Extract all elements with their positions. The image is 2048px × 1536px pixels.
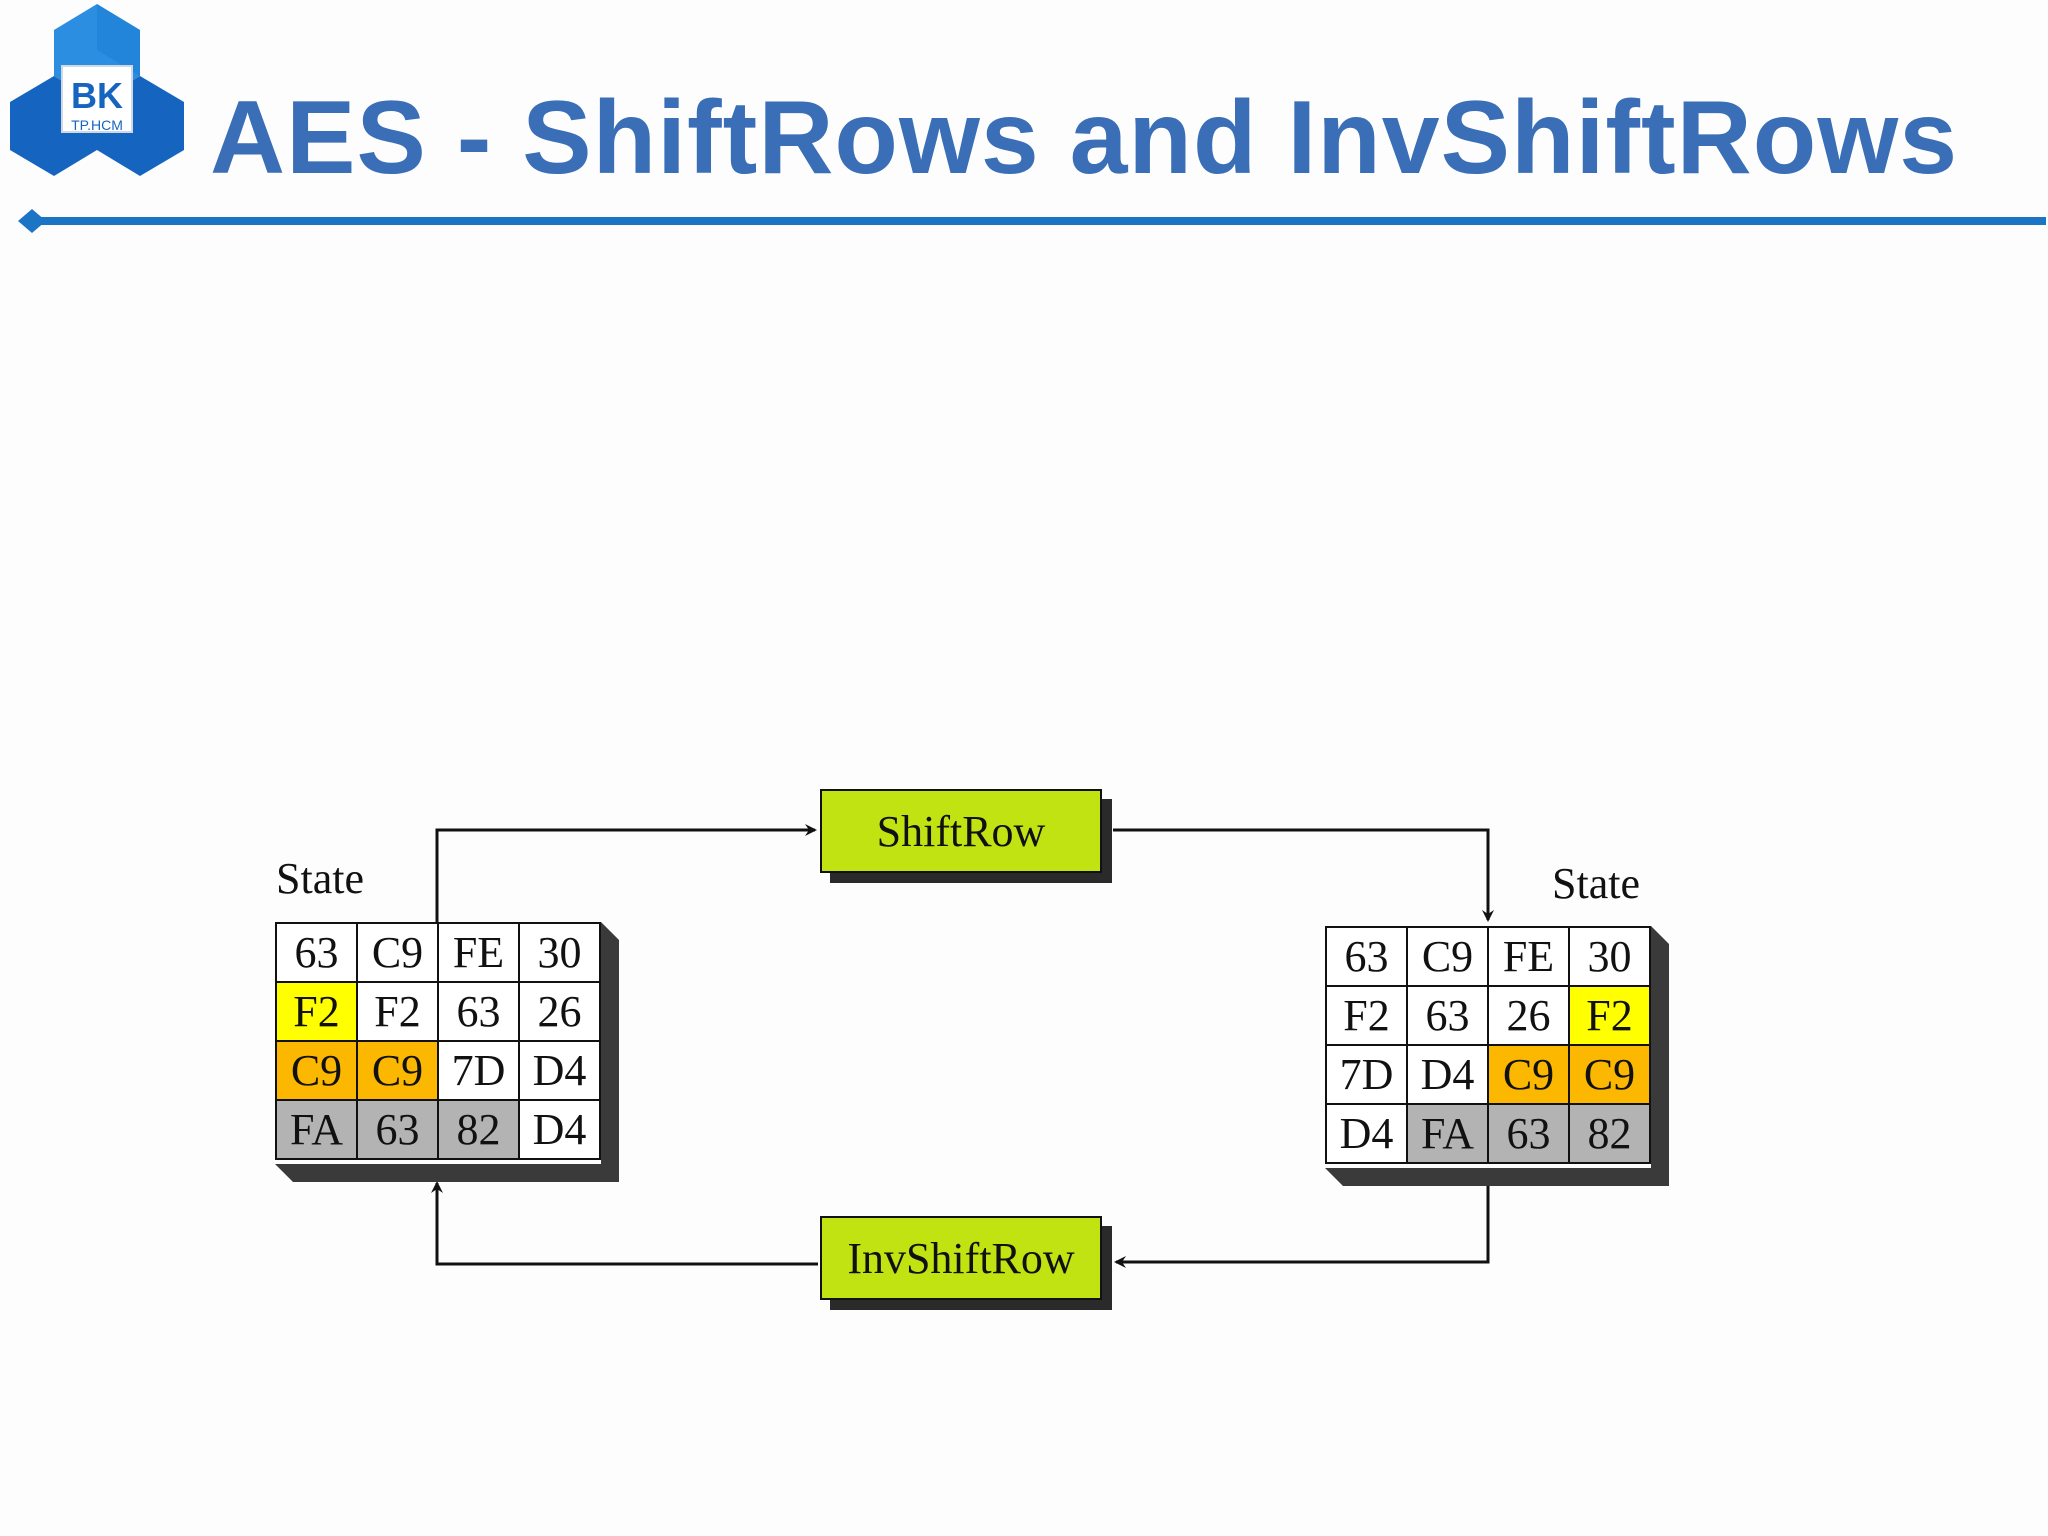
state-cell: C9 <box>1408 928 1489 987</box>
state-cell: D4 <box>520 1042 601 1101</box>
state-cell: 7D <box>439 1042 520 1101</box>
title-underline <box>18 209 2046 233</box>
left-state-label: State <box>276 854 364 903</box>
state-cell: 30 <box>1570 928 1651 987</box>
state-cell: FE <box>1489 928 1570 987</box>
state-cell: C9 <box>1570 1046 1651 1105</box>
state-cell: 26 <box>520 983 601 1042</box>
right-state-label: State <box>1552 859 1640 908</box>
state-cell: F2 <box>358 983 439 1042</box>
state-cell: C9 <box>358 924 439 983</box>
invshiftrow-box: InvShiftRow <box>820 1216 1102 1300</box>
state-cell: 82 <box>439 1101 520 1160</box>
state-cell: 63 <box>1408 987 1489 1046</box>
state-cell: C9 <box>1489 1046 1570 1105</box>
logo-text: BK <box>71 75 123 116</box>
arrow-right-state-to-invshiftrow <box>1114 1185 1490 1268</box>
arrow-invshiftrow-to-left-state <box>431 1181 818 1266</box>
state-cell: FA <box>1408 1105 1489 1164</box>
state-cell: 63 <box>277 924 358 983</box>
state-cell: F2 <box>1570 987 1651 1046</box>
state-cell: FA <box>277 1101 358 1160</box>
state-cell: F2 <box>277 983 358 1042</box>
state-cell: 63 <box>439 983 520 1042</box>
state-cell: 30 <box>520 924 601 983</box>
state-cell: D4 <box>1408 1046 1489 1105</box>
state-cell: F2 <box>1327 987 1408 1046</box>
state-cell: 63 <box>358 1101 439 1160</box>
arrow-shiftrow-to-right-state <box>1113 828 1494 922</box>
state-cell: 7D <box>1327 1046 1408 1105</box>
logo-subtext: TP.HCM <box>71 117 123 133</box>
state-cell: D4 <box>1327 1105 1408 1164</box>
state-cell: C9 <box>277 1042 358 1101</box>
state-cell: C9 <box>358 1042 439 1101</box>
university-logo: BK TP.HCM <box>10 4 184 176</box>
state-cell: D4 <box>520 1101 601 1160</box>
shiftrow-box: ShiftRow <box>820 789 1102 873</box>
state-cell: 82 <box>1570 1105 1651 1164</box>
state-cell: 63 <box>1327 928 1408 987</box>
state-cell: FE <box>439 924 520 983</box>
state-cell: 63 <box>1489 1105 1570 1164</box>
state-cell: 26 <box>1489 987 1570 1046</box>
slide-title: AES - ShiftRows and InvShiftRows <box>210 80 1959 196</box>
arrow-to-shiftrow <box>435 824 817 922</box>
